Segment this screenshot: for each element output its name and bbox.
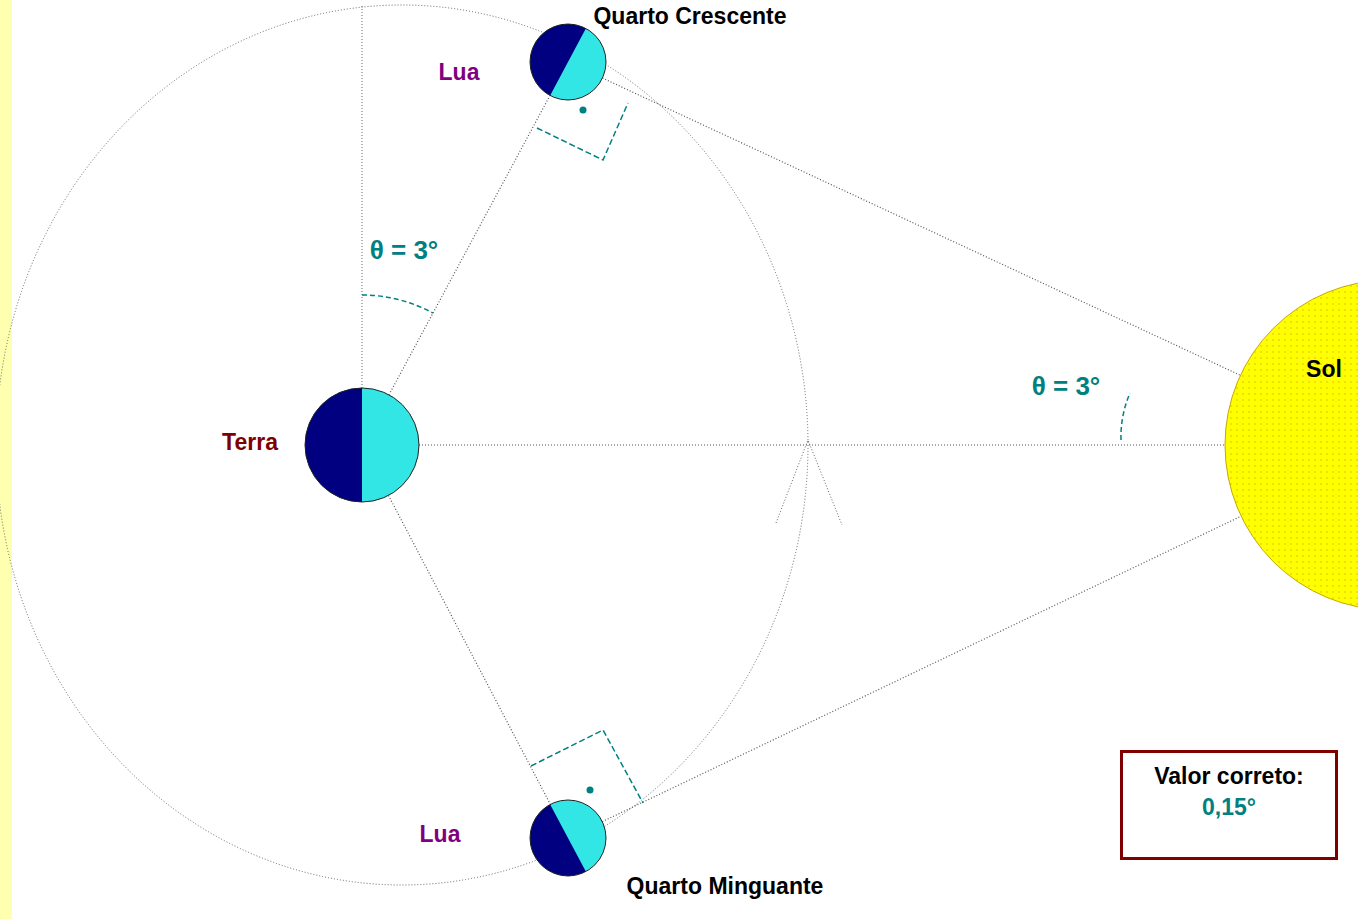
phase-label: Quarto Minguante — [627, 874, 824, 899]
side-strip — [0, 0, 12, 919]
moon-circle: LuaQuarto Crescente — [530, 24, 606, 100]
sight-line — [602, 78, 1240, 375]
right-angle-dot — [587, 787, 594, 794]
angle-label: θ = 3° — [368, 235, 441, 266]
sun-circle — [1225, 280, 1358, 610]
phase-label: Quarto Crescente — [593, 4, 786, 29]
moon-circle — [530, 24, 606, 100]
orbit-arrow — [776, 440, 842, 525]
right-angle-dot — [580, 107, 587, 114]
vertical-reference — [362, 6, 363, 388]
angle-label: θ = 3° — [1030, 371, 1103, 402]
right-angle-mark — [537, 103, 628, 160]
earth-label: Terra — [222, 430, 278, 455]
moon-circle — [530, 800, 606, 876]
value-title: Valor correto: — [1135, 761, 1323, 792]
angle-arc — [1121, 393, 1130, 440]
sun-label: Sol — [1306, 357, 1342, 382]
earth-circle — [305, 388, 419, 502]
moon-label: Lua — [439, 60, 480, 85]
right-angle-mark — [531, 730, 643, 803]
value-box: Valor correto:0,15° — [1120, 750, 1338, 860]
angle-arc — [362, 295, 433, 313]
sight-line — [419, 444, 1225, 445]
sun-circle: Sol — [1225, 280, 1358, 610]
sight-line — [388, 495, 550, 804]
moon-label: Lua — [420, 822, 461, 847]
moon-circle: LuaQuarto Minguante — [530, 800, 606, 876]
earth-circle: Terra — [305, 388, 419, 502]
value-number: 0,15° — [1135, 792, 1323, 823]
